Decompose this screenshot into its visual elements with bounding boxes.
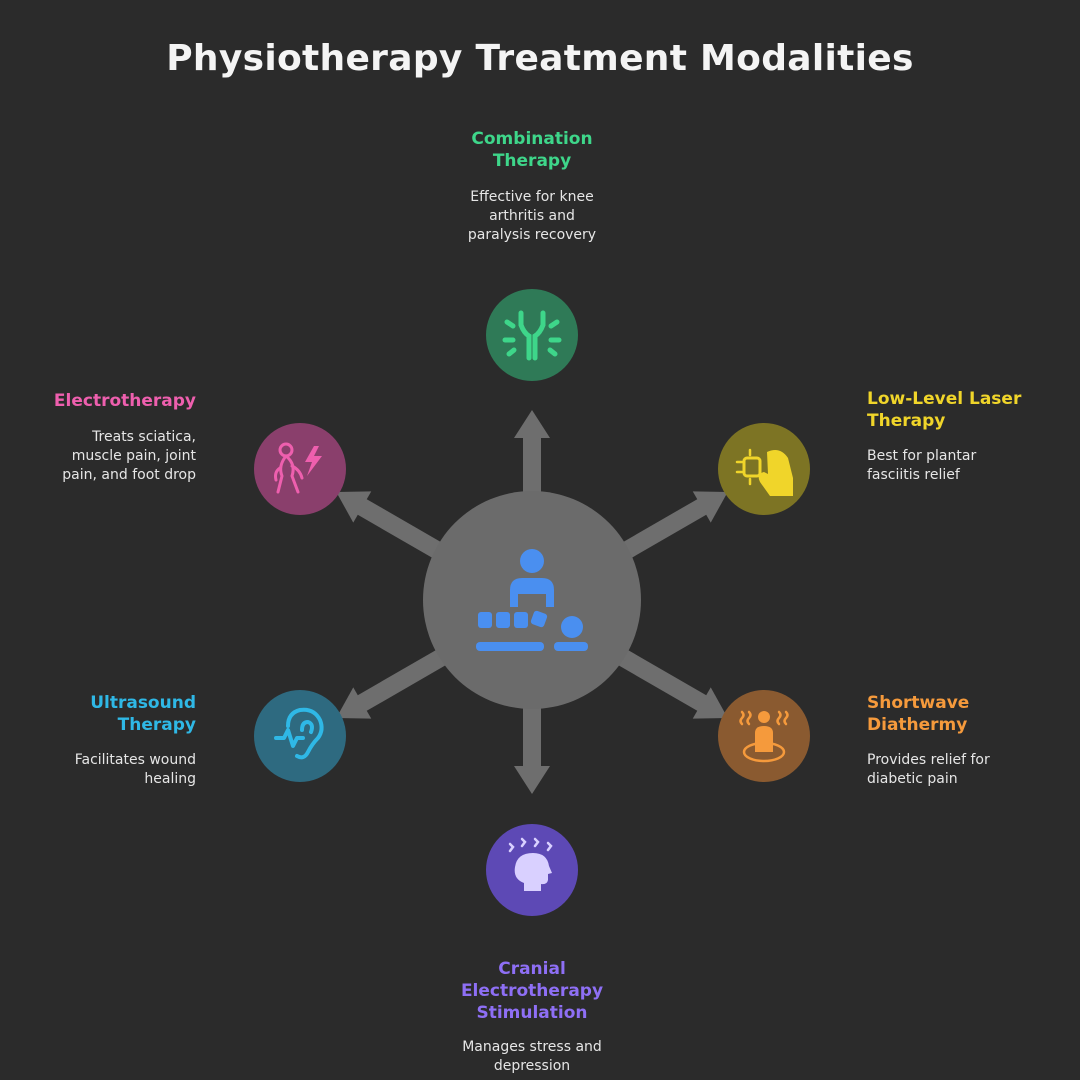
node-electro (254, 423, 346, 515)
arrow-lower-right (612, 646, 728, 719)
ultrasound-therapy-desc: Facilitates wound healing (74, 752, 196, 787)
node-shortwave (718, 690, 810, 782)
knee-joint-icon (502, 310, 562, 361)
arrow-upper-right (612, 491, 728, 564)
node-ultrasound (254, 690, 346, 782)
arrow-up (514, 410, 550, 500)
combination-therapy-desc: Effective for knee arthritis and paralys… (467, 189, 597, 243)
physiotherapist-treating-patient-icon (476, 549, 588, 651)
heat-person-icon (739, 710, 789, 763)
arrow-upper-left (336, 491, 452, 564)
arrows (336, 410, 728, 794)
low-level-laser-therapy-desc: Best for plantar fasciitis relief (867, 448, 977, 483)
diagram-title: Physiotherapy Treatment Modalities (166, 38, 914, 79)
cranial-electrotherapy-label: Cranial Electrotherapy Stimulation (460, 959, 604, 1023)
body-lightning-icon (274, 442, 322, 494)
cranial-electrotherapy-desc: Manages stress and depression (462, 1039, 602, 1074)
electrotherapy-desc: Treats sciatica, muscle pain, joint pain… (62, 429, 196, 483)
shortwave-diathermy-label: Shortwave Diathermy (867, 693, 970, 735)
ear-wave-icon (274, 707, 324, 760)
combination-therapy-label: Combination Therapy (471, 129, 593, 171)
node-laser (718, 423, 810, 515)
shortwave-diathermy-desc: Provides relief for diabetic pain (867, 752, 990, 787)
low-level-laser-therapy-label: Low-Level Laser Therapy (867, 389, 1022, 431)
node-combination (486, 289, 578, 381)
arrow-lower-left (336, 646, 452, 719)
node-cranial (486, 824, 578, 916)
arrow-down (514, 700, 550, 794)
hub-circle (423, 491, 641, 709)
ultrasound-therapy-label: Ultrasound Therapy (90, 693, 196, 735)
electrotherapy-label: Electrotherapy (53, 391, 196, 411)
laser-hand-icon (735, 448, 793, 496)
head-stimulation-icon (508, 837, 553, 891)
